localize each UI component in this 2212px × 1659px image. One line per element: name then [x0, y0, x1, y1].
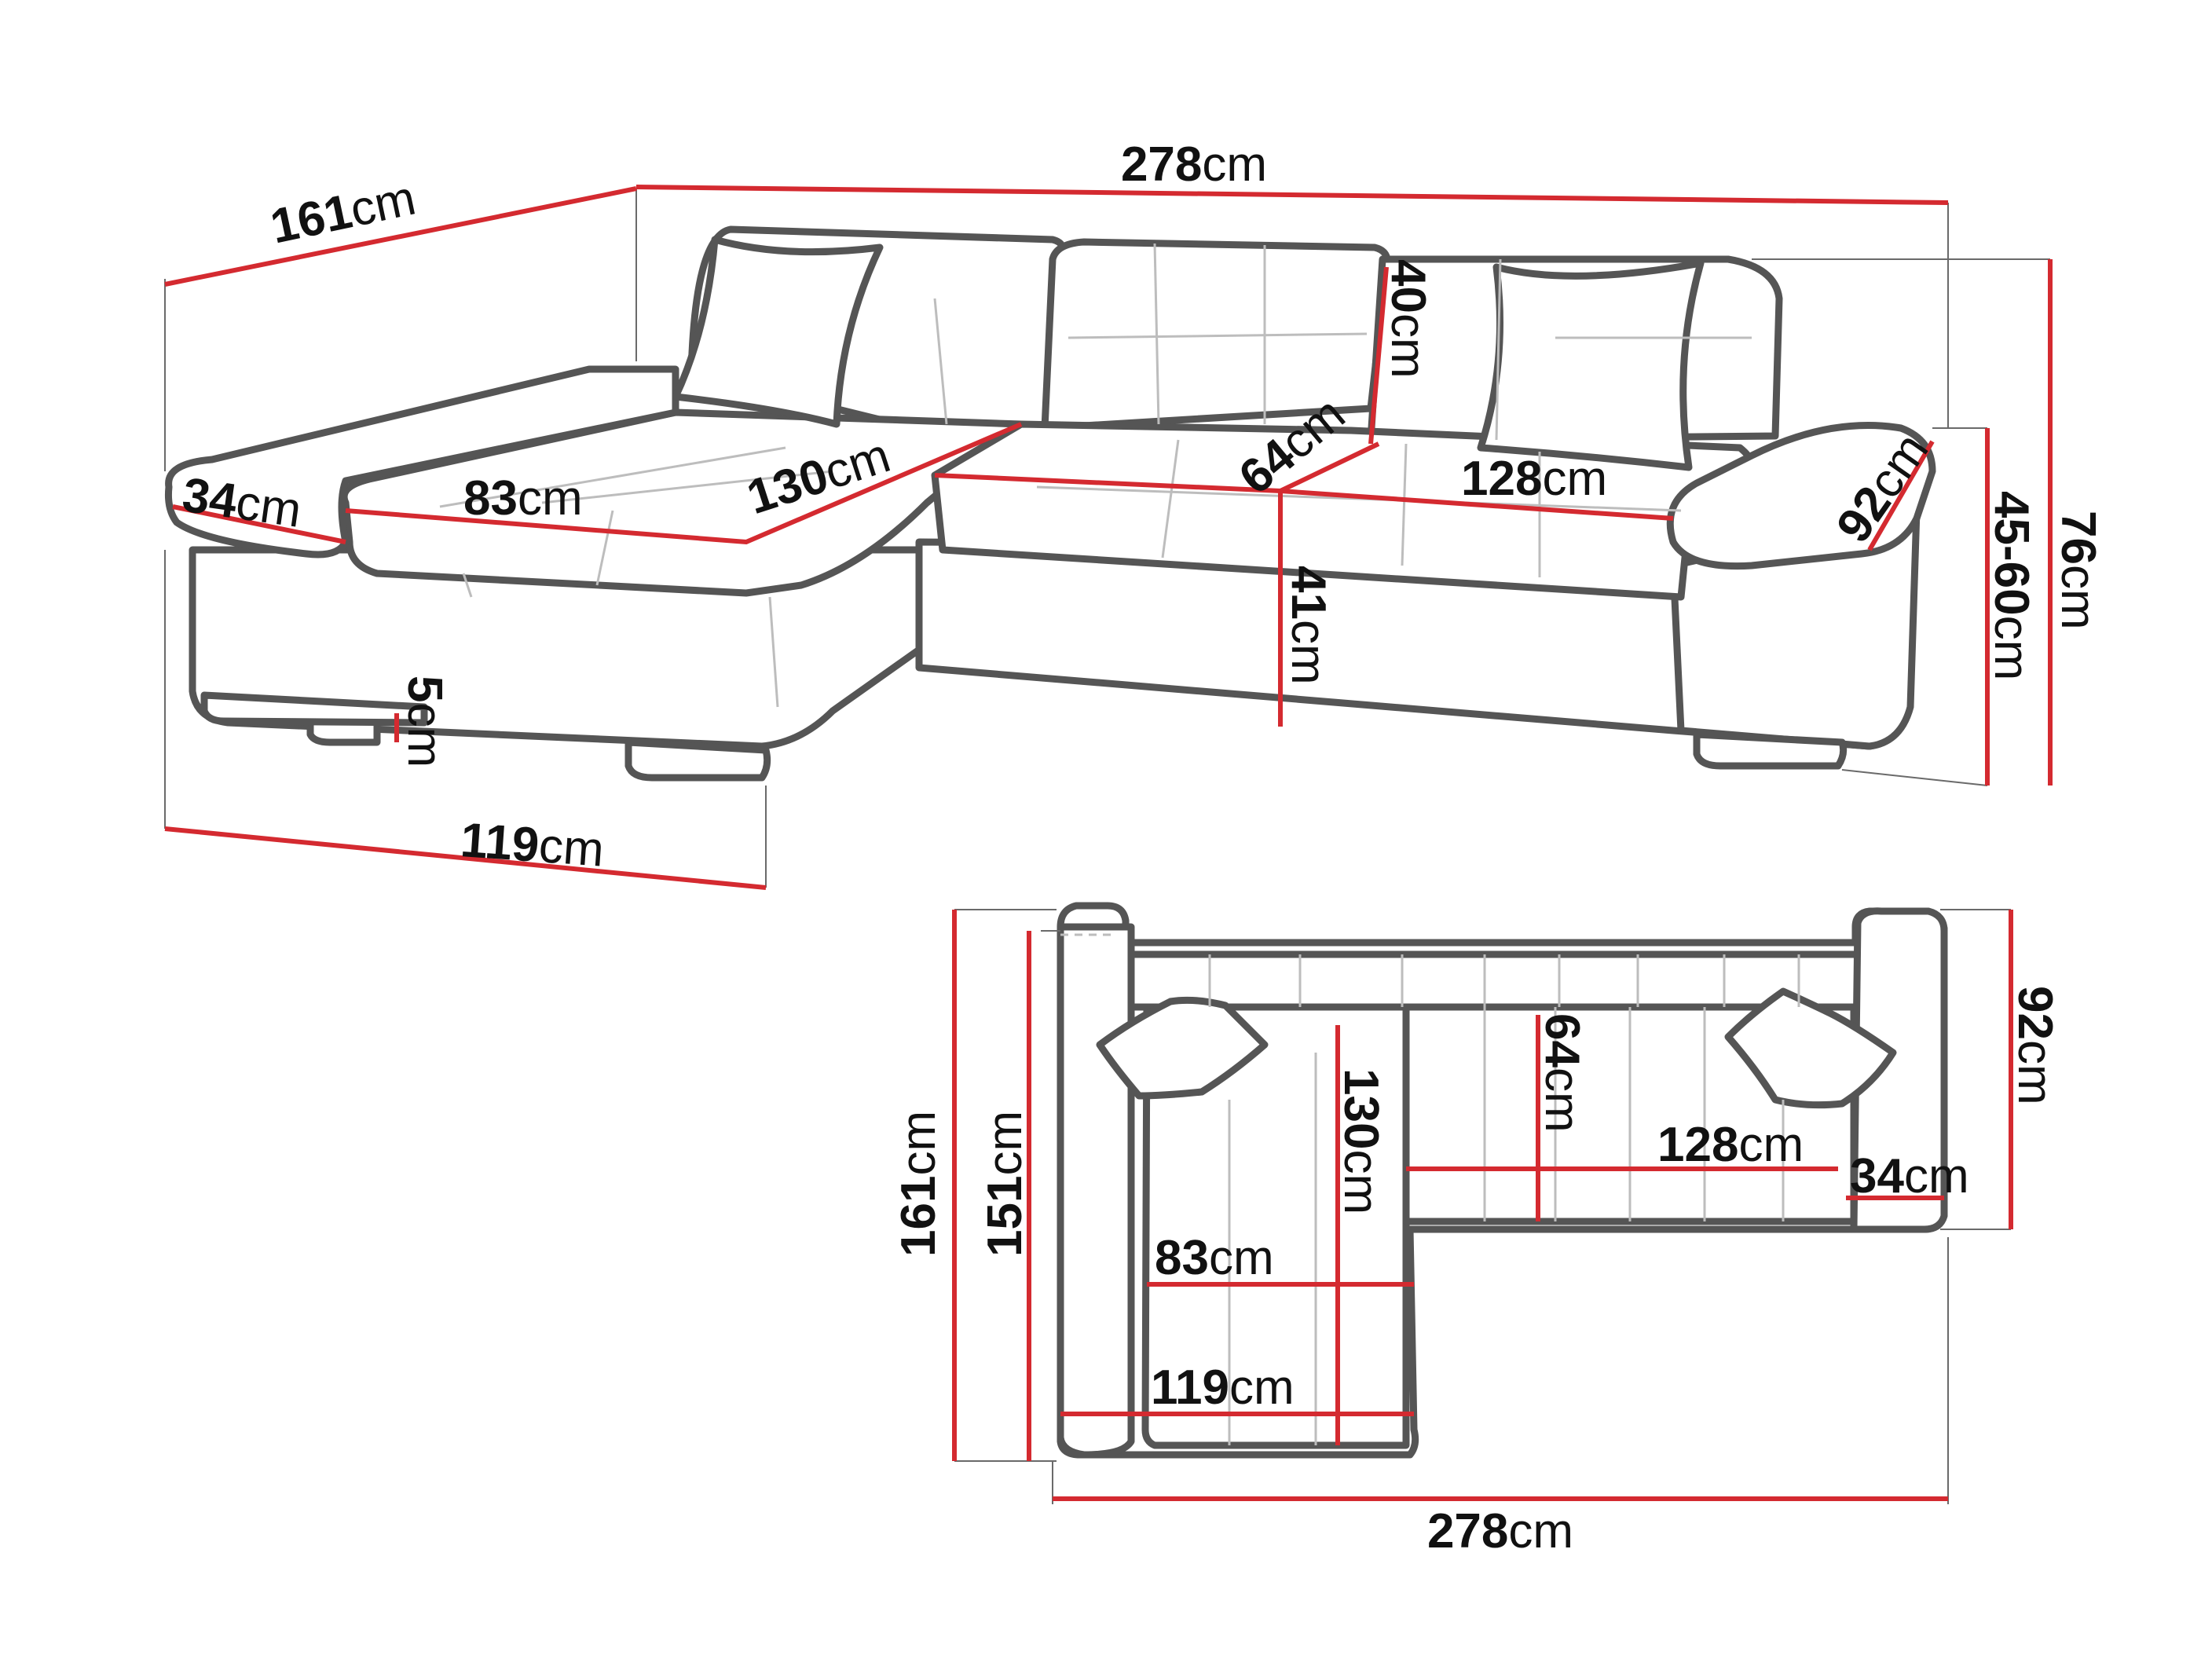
pillow-left	[672, 236, 884, 428]
right-armrest-cushion	[1666, 422, 1936, 570]
label-76-perspective: 76cm	[2051, 511, 2105, 630]
chaise-base	[189, 546, 931, 750]
foot-middle	[624, 738, 771, 782]
top-view-pillow-left	[1096, 996, 1269, 1100]
perspective-dimension-lines	[164, 185, 2053, 890]
dim-line-278-perspective	[635, 185, 1949, 205]
label-161-top: 161cm	[892, 1111, 946, 1257]
label-40-perspective: 40cm	[1381, 259, 1435, 379]
label-128-perspective: 128cm	[1461, 452, 1607, 506]
dim-line-119-perspective	[164, 826, 767, 890]
top-view-dimension-lines	[952, 910, 2013, 1501]
top-view-seams	[1060, 933, 1800, 1445]
label-278-top: 278cm	[1427, 1504, 1573, 1558]
dim-line-161-perspective	[164, 186, 637, 287]
label-34-top: 34cm	[1850, 1149, 1969, 1203]
dim-line-40-perspective	[1368, 266, 1389, 445]
dim-line-92-perspective	[1867, 440, 1935, 551]
label-128-top: 128cm	[1657, 1118, 1804, 1172]
label-119-perspective: 119cm	[459, 813, 606, 877]
chaise-seat	[340, 408, 1025, 597]
dim-line-34-perspective	[172, 504, 346, 544]
dim-line-128-perspective	[1280, 489, 1674, 521]
extension-lines	[164, 189, 2050, 888]
perspective-view	[164, 185, 2053, 890]
left-armrest	[165, 365, 679, 558]
top-view-chaise	[1141, 1003, 1410, 1449]
label-64-top: 64cm	[1535, 1013, 1589, 1133]
label-92-top: 92cm	[2008, 986, 2062, 1105]
label-151-top: 151cm	[978, 1111, 1032, 1257]
top-view	[952, 902, 2013, 1504]
label-5-perspective: 5cm	[397, 676, 452, 767]
pillow-right	[1477, 259, 1705, 471]
label-130-top: 130cm	[1334, 1068, 1388, 1214]
chaise-plinth	[200, 691, 428, 727]
label-41-perspective: 41cm	[1281, 566, 1335, 685]
label-278-perspective: 278cm	[1121, 137, 1267, 192]
label-83-top: 83cm	[1155, 1231, 1274, 1285]
top-view-right-arm	[1850, 907, 1948, 1233]
foot-right	[1693, 731, 1848, 770]
top-view-pillow-right	[1724, 987, 1897, 1109]
top-view-left-arm	[1057, 923, 1135, 1459]
dim-line-83-130-perspective	[345, 422, 1023, 545]
label-83-perspective: 83cm	[463, 471, 583, 526]
label-119-top: 119cm	[1151, 1361, 1295, 1415]
label-4560-perspective: 45-60cm	[1984, 491, 2038, 680]
label-161-perspective: 161cm	[266, 171, 420, 255]
label-34-perspective: 34cm	[179, 468, 305, 538]
